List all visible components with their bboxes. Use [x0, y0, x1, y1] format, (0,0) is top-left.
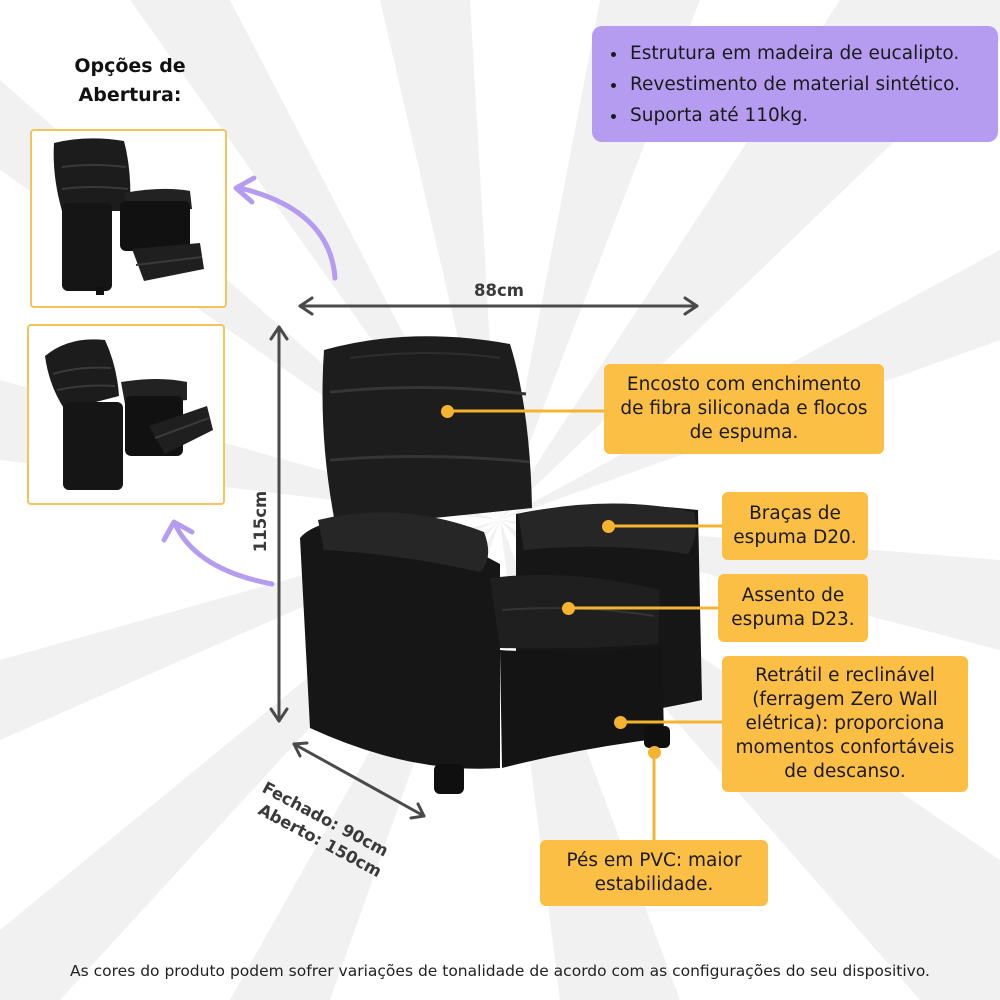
- feature-item: Estrutura em madeira de eucalipto.: [628, 38, 998, 69]
- arms-callout: Braças de espuma D20.: [722, 492, 868, 560]
- mechanism-marker: [614, 716, 627, 729]
- feet-callout: Pés em PVC: maior estabilidade.: [540, 840, 768, 906]
- seat-callout: Assento de espuma D23.: [718, 574, 868, 642]
- features-box: Estrutura em madeira de eucalipto. Reves…: [592, 26, 998, 142]
- width-label: 88cm: [474, 281, 524, 300]
- reclined-chair-image-2: [45, 339, 213, 490]
- feet-marker: [648, 746, 661, 759]
- color-disclaimer: As cores do produto podem sofrer variaçõ…: [70, 962, 930, 980]
- feature-item: Suporta até 110kg.: [628, 100, 998, 131]
- arms-marker: [602, 520, 615, 533]
- recliner-chair-image: [300, 336, 702, 794]
- features-list: Estrutura em madeira de eucalipto. Reves…: [592, 26, 998, 131]
- recline-option-thumbnail-1: [30, 129, 227, 308]
- opening-options-title: Opções de Abertura:: [74, 55, 186, 106]
- recline-option-thumbnail-2: [27, 324, 225, 505]
- recline-arrows: [161, 175, 338, 587]
- backrest-callout: Encosto com enchimento de fibra silicona…: [604, 364, 884, 454]
- seat-marker: [562, 602, 575, 615]
- feature-item: Revestimento de material sintético.: [628, 69, 998, 100]
- mechanism-callout: Retrátil e reclinável (ferragem Zero Wal…: [722, 656, 968, 792]
- reclined-chair-image-1: [53, 138, 204, 295]
- backrest-marker: [441, 405, 454, 418]
